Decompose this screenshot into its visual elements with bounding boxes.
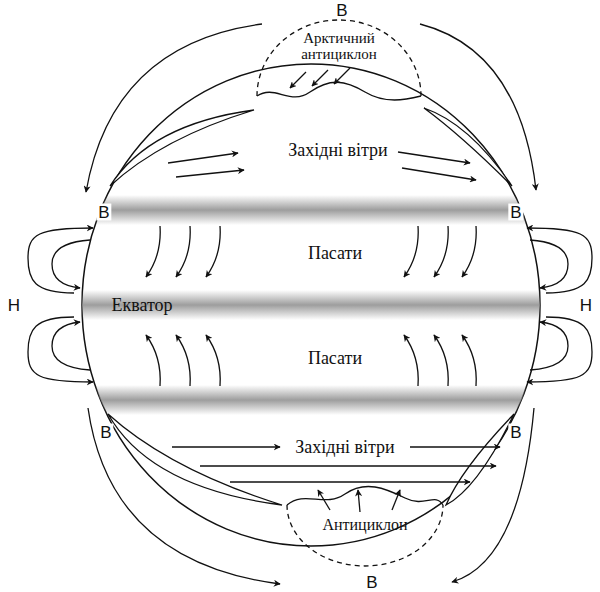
crescent-flow (110, 110, 254, 186)
trade-wind-arrow (434, 226, 448, 277)
westerly-arrow (402, 168, 476, 180)
pressure-letter: В (508, 204, 523, 221)
pressure-letter: В (96, 204, 111, 221)
westerly-arrow (176, 170, 244, 177)
cell-loop (527, 228, 592, 293)
westerly-arrow (398, 152, 470, 163)
trade-wind-arrow (206, 335, 220, 386)
pressure-letter: Н (580, 297, 592, 314)
band-south (70, 385, 550, 415)
anticyclone-label: Арктичний антициклон (287, 30, 391, 62)
wind-arrows (28, 24, 592, 584)
polar-arrow (290, 72, 306, 88)
trade-wind-arrow (146, 335, 160, 386)
dashed-boundary (287, 505, 443, 566)
anticyclone-region: Антициклон (285, 478, 445, 570)
trade-wind-arrow (404, 226, 418, 277)
cell-loop (52, 240, 90, 288)
ice-edge-line (287, 486, 443, 505)
band-equator (70, 290, 550, 320)
westerly-arrow (410, 446, 500, 447)
pressure-letter: В (508, 424, 523, 441)
upper-flow-arrow (86, 24, 262, 192)
cell-loop (28, 228, 93, 293)
trade-wind-arrow (462, 226, 476, 277)
region-label: Пасати (308, 244, 362, 262)
region-label: Західні вітри (288, 141, 388, 159)
westerly-arrow (168, 153, 238, 163)
pressure-letter: Н (8, 297, 20, 314)
trade-wind-arrow (434, 335, 448, 386)
crescent-flow (108, 414, 282, 505)
trade-wind-arrow (206, 226, 220, 277)
region-label: Пасати (308, 349, 362, 367)
westerly-arrow (200, 465, 496, 466)
pressure-letter: В (334, 2, 349, 19)
ice-edge-line (257, 82, 421, 100)
trade-wind-arrow (176, 335, 190, 386)
cell-loop (527, 317, 592, 382)
trade-wind-arrow (146, 226, 160, 277)
band-north (70, 195, 550, 225)
trade-wind-arrow (462, 335, 476, 386)
pressure-bands (70, 195, 550, 415)
pressure-letter: В (98, 424, 113, 441)
cell-loop (530, 322, 568, 370)
upper-flow-arrow (420, 24, 536, 190)
trade-wind-arrow (404, 335, 418, 386)
westerly-arrow (230, 481, 470, 482)
pressure-letter: В (364, 574, 379, 591)
trade-wind-arrow (176, 226, 190, 277)
westerly-arrow (172, 446, 280, 447)
region-label: Екватор (111, 296, 172, 314)
cell-loop (28, 317, 93, 382)
anticyclone-region: Арктичний антициклон (255, 18, 423, 106)
upper-flow-arrow (452, 408, 534, 582)
anticyclone-label: Антициклон (300, 516, 430, 533)
crescent-flow (446, 414, 514, 505)
dashed-boundary (257, 20, 421, 96)
cell-loop (52, 322, 90, 370)
region-label: Західні вітри (293, 438, 397, 456)
cell-loop (530, 240, 568, 288)
polar-arrow (358, 490, 360, 512)
